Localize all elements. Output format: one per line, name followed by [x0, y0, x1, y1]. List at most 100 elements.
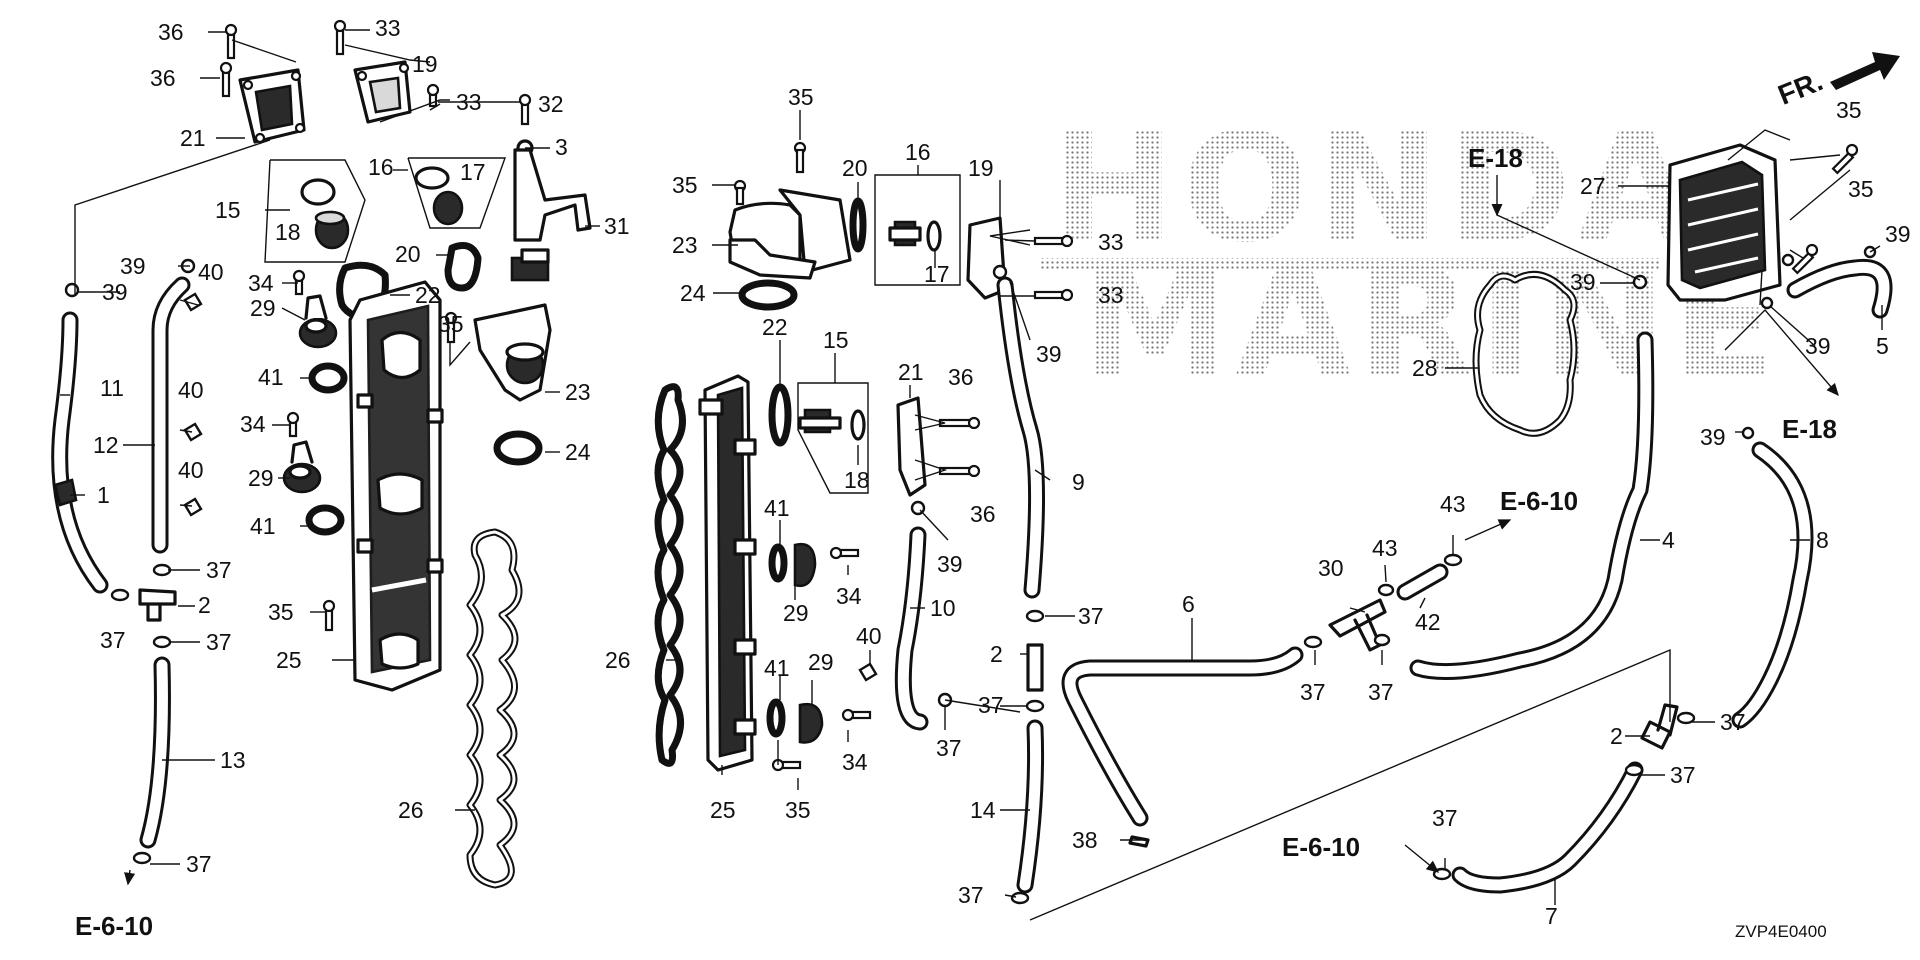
hose-7 — [1451, 761, 1644, 894]
part-41-oring-d — [766, 698, 786, 738]
callout-3: 3 — [555, 134, 568, 160]
callout-37: 37 — [936, 735, 962, 761]
callout-34: 34 — [248, 270, 274, 296]
callout-21: 21 — [180, 125, 206, 151]
callout-17: 17 — [460, 159, 486, 185]
callout-36: 36 — [948, 364, 974, 390]
part-16-kit — [407, 157, 506, 229]
callout-32: 32 — [538, 91, 564, 117]
pipe-12 — [151, 276, 191, 554]
callout-12: 12 — [93, 432, 119, 458]
hose-10 — [894, 526, 929, 731]
part-41-oring-a — [308, 362, 348, 394]
callout-37: 37 — [1432, 805, 1458, 831]
callout-15: 15 — [215, 197, 241, 223]
callout-41: 41 — [764, 655, 790, 681]
watermark-line-1: HONDA — [1050, 102, 1699, 276]
callout-9: 9 — [1072, 469, 1085, 495]
callout-39: 39 — [120, 253, 146, 279]
callout-39: 39 — [1805, 333, 1831, 359]
callout-25: 25 — [710, 797, 736, 823]
hose-13 — [139, 656, 171, 849]
callout-43: 43 — [1440, 491, 1466, 517]
callout-41: 41 — [250, 513, 276, 539]
part-41-oring-c — [768, 543, 788, 583]
part-15-kit — [264, 159, 366, 263]
callout-43: 43 — [1372, 535, 1398, 561]
callout-35: 35 — [438, 311, 464, 337]
callout-2: 2 — [990, 641, 1003, 667]
reference-labels: E-18 E-18 E-6-10 E-6-10 E-6-10 — [75, 143, 1837, 941]
callout-22: 22 — [762, 314, 788, 340]
callout-39: 39 — [102, 279, 128, 305]
callout-8: 8 — [1816, 527, 1829, 553]
part-34-bolts-middle — [771, 546, 878, 772]
callout-40: 40 — [856, 623, 882, 649]
part-19-cover — [353, 60, 412, 124]
part-26-gasket-middle — [654, 383, 686, 767]
hose-5 — [1786, 258, 1893, 319]
callout-29: 29 — [250, 295, 276, 321]
ref-e610-a: E-6-10 — [1500, 486, 1578, 516]
callout-29: 29 — [248, 465, 274, 491]
part-16-kit-middle — [874, 174, 961, 286]
hose-6 — [1061, 646, 1304, 827]
callout-18: 18 — [275, 219, 301, 245]
watermark: HONDA MARINE — [1040, 102, 1775, 411]
callout-40: 40 — [178, 377, 204, 403]
callout-2: 2 — [198, 592, 211, 618]
callout-34: 34 — [836, 583, 862, 609]
part-25-manifold-middle — [698, 374, 757, 772]
part-20-oring-middle — [849, 197, 867, 253]
callout-37: 37 — [978, 692, 1004, 718]
callout-15: 15 — [823, 327, 849, 353]
callout-20: 20 — [395, 241, 421, 267]
part-41-oring-b — [305, 504, 345, 536]
part-2-joint-right — [1640, 703, 1679, 750]
callout-2: 2 — [1610, 723, 1623, 749]
callout-35: 35 — [785, 797, 811, 823]
callout-33: 33 — [456, 89, 482, 115]
callout-36: 36 — [150, 65, 176, 91]
ref-e18-right: E-18 — [1782, 414, 1837, 444]
callout-39: 39 — [1885, 221, 1911, 247]
callout-37: 37 — [1078, 603, 1104, 629]
clips-middle — [910, 264, 1045, 905]
direction-label: FR. — [1774, 65, 1827, 111]
callout-24: 24 — [680, 280, 706, 306]
callout-31: 31 — [604, 213, 630, 239]
callout-33: 33 — [1098, 229, 1124, 255]
callout-23: 23 — [565, 379, 591, 405]
part-21-cover — [238, 68, 306, 144]
callout-35: 35 — [1836, 97, 1862, 123]
part-20-gasket — [444, 242, 482, 292]
part-24-seal-middle — [738, 279, 798, 311]
callout-13: 13 — [220, 747, 246, 773]
callout-28: 28 — [1412, 355, 1438, 381]
direction-arrow-icon — [1830, 52, 1900, 90]
callout-35: 35 — [672, 172, 698, 198]
callout-10: 10 — [930, 595, 956, 621]
callout-34: 34 — [240, 411, 266, 437]
ref-e610-b: E-6-10 — [1282, 832, 1360, 862]
hose-9 — [996, 276, 1046, 599]
callout-41: 41 — [764, 495, 790, 521]
callout-14: 14 — [970, 797, 996, 823]
callout-20: 20 — [842, 155, 868, 181]
hose-14 — [1016, 719, 1045, 894]
part-21-cover-middle — [896, 396, 981, 497]
callout-36: 36 — [970, 501, 996, 527]
part-25-manifold-left — [348, 280, 444, 692]
part-29-thermostat-upper — [298, 294, 338, 349]
callout-16: 16 — [905, 139, 931, 165]
callout-4: 4 — [1662, 527, 1675, 553]
leader-lines — [60, 29, 1883, 921]
callout-35: 35 — [1848, 176, 1874, 202]
callout-42: 42 — [1415, 609, 1441, 635]
callout-29: 29 — [783, 600, 809, 626]
watermark-bar — [1040, 258, 1660, 270]
callout-39: 39 — [937, 551, 963, 577]
callout-33: 33 — [375, 15, 401, 41]
part-2-joint-left — [138, 588, 177, 622]
part-1-plug — [53, 478, 78, 507]
